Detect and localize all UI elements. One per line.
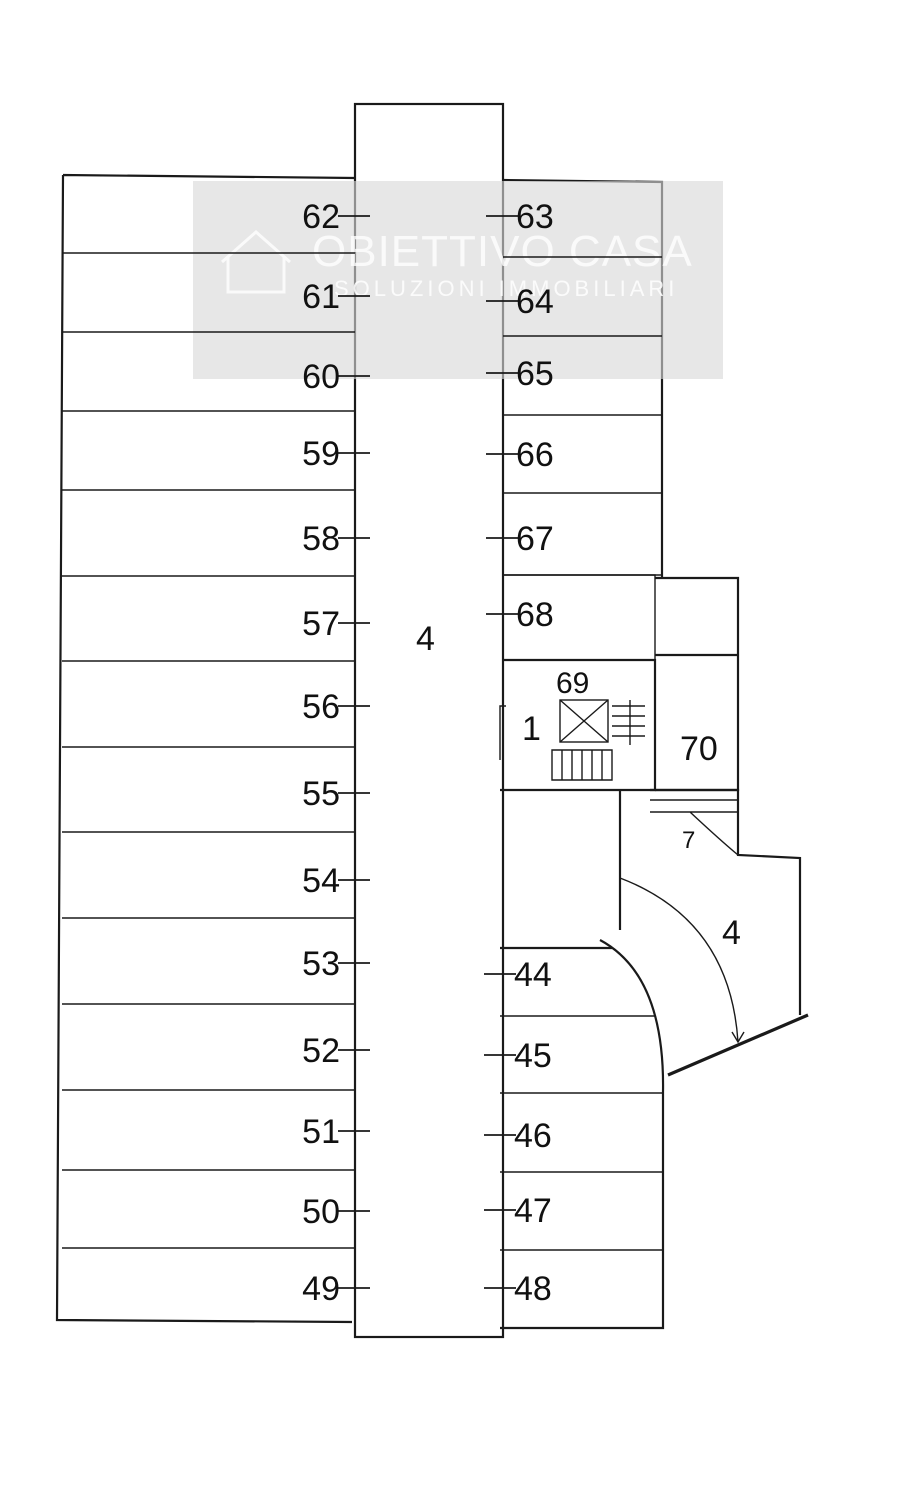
corridor-label: 4 [416, 620, 435, 658]
ramp-threshold-lines [650, 799, 739, 856]
parking-space-label: 53 [302, 945, 340, 983]
central-corridor [353, 102, 505, 1339]
parking-space-label: 60 [302, 358, 340, 396]
parking-space-label: 62 [302, 198, 340, 236]
ramp-arrow-arc [619, 877, 739, 1043]
stair-label: 1 [522, 710, 541, 748]
right-upper-parking-spaces: 63 64 65 66 67 68 [486, 198, 662, 660]
watermark-title: OBIETTIVO CASA [312, 227, 693, 276]
parking-space-label: 52 [302, 1032, 340, 1070]
parking-space-label: 63 [516, 198, 554, 236]
parking-space-label: 67 [516, 520, 554, 558]
ramp-entry-line [667, 1013, 809, 1077]
parking-space-label: 48 [514, 1270, 552, 1308]
side-room-label: 70 [680, 730, 718, 768]
right-lower-parking-spaces: 44 45 46 47 48 [484, 956, 663, 1308]
parking-space-label: 55 [302, 775, 340, 813]
elevator-cross [559, 699, 609, 743]
parking-space-label: 44 [514, 956, 552, 994]
parking-space-label: 57 [302, 605, 340, 643]
parking-space-label: 61 [302, 278, 340, 316]
parking-space-label: 59 [302, 435, 340, 473]
stair-treads-lower [551, 749, 613, 781]
right-lower-bay-outline [500, 946, 665, 1330]
parking-space-label: 49 [302, 1270, 340, 1308]
watermark-subtitle: SOLUZIONI IMMOBILIARI [334, 276, 678, 301]
parking-space-label: 46 [514, 1117, 552, 1155]
elevator-box [559, 699, 609, 743]
small-room-label: 69 [556, 667, 589, 700]
stair-core-outline [500, 658, 657, 792]
parking-space-label: 47 [514, 1192, 552, 1230]
space-68-outline [503, 574, 656, 660]
ramp-arrow-head [731, 1031, 745, 1044]
ramp-curve-inner [599, 939, 665, 1093]
parking-space-label: 56 [302, 688, 340, 726]
parking-space-label: 51 [302, 1113, 340, 1151]
stair-wall [499, 705, 506, 760]
watermark-box [193, 181, 723, 379]
stair-bottom-label: 7 [682, 827, 695, 854]
house-icon [221, 229, 291, 294]
ramp-label: 4 [722, 914, 741, 952]
parking-space-label: 64 [516, 283, 554, 321]
ramp-right-wall [650, 788, 802, 1015]
parking-space-label: 66 [516, 436, 554, 474]
left-bay-outline [55, 173, 356, 1324]
left-parking-spaces: 62 61 60 59 58 57 56 55 54 53 52 51 50 49 [62, 198, 370, 1308]
parking-space-label: 68 [516, 596, 554, 634]
parking-space-label: 58 [302, 520, 340, 558]
parking-space-label: 45 [514, 1037, 552, 1075]
parking-space-label: 65 [516, 355, 554, 393]
parking-space-label: 50 [302, 1193, 340, 1231]
stair-treads-right [612, 700, 645, 745]
parking-space-label: 54 [302, 862, 340, 900]
